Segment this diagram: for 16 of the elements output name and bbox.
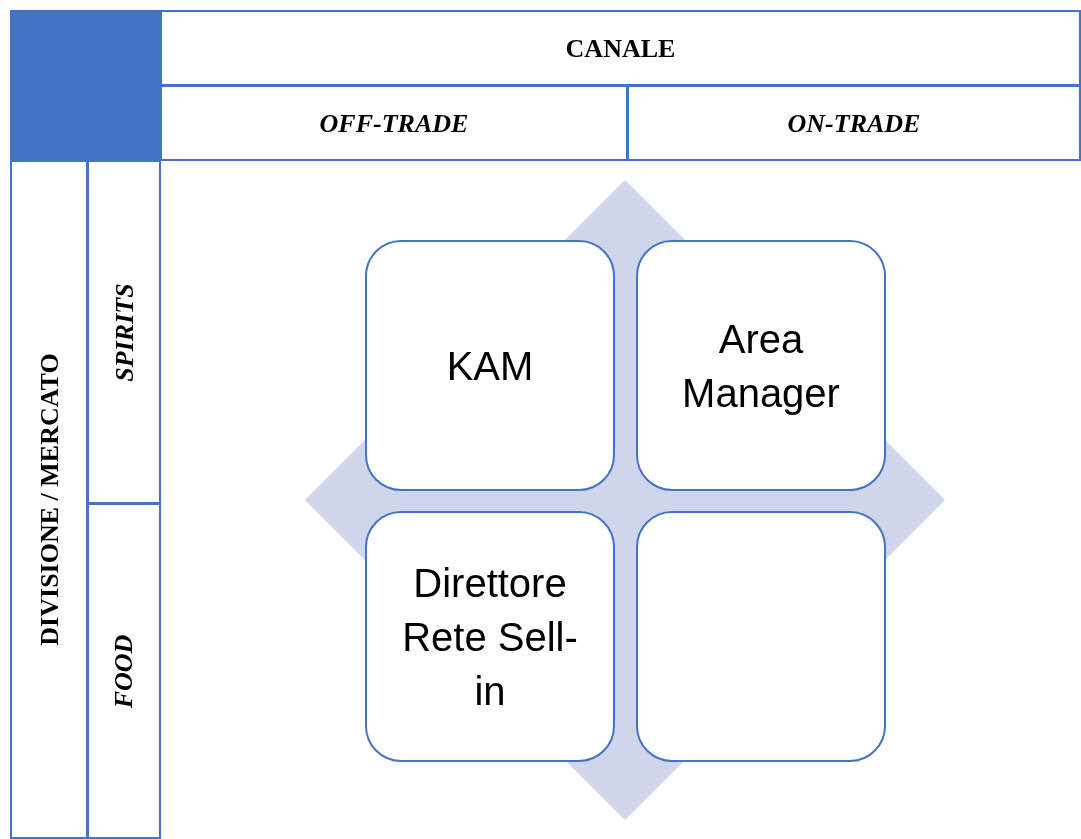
cell-text: KAM — [446, 342, 534, 390]
cell-text: Direttore Rete Sell-in — [401, 559, 579, 715]
cell-text: Area Manager — [681, 315, 841, 417]
header-cell — [160, 10, 1081, 86]
cell-text: ON-TRADE — [787, 107, 921, 140]
column-header-cell — [627, 85, 1081, 161]
cell-text: CANALE — [565, 32, 676, 65]
column-header-cell — [160, 85, 628, 161]
cell-text: OFF-TRADE — [319, 107, 469, 140]
corner-cell — [10, 10, 161, 161]
row-header-cell — [10, 160, 88, 839]
rotated-label: FOOD — [108, 634, 140, 708]
rotated-label: DIVISIONE / MERCATO — [33, 353, 65, 646]
row-subheader-cell — [87, 160, 161, 504]
rotated-label: SPIRITS — [108, 282, 140, 382]
row-subheader-cell — [87, 503, 161, 839]
